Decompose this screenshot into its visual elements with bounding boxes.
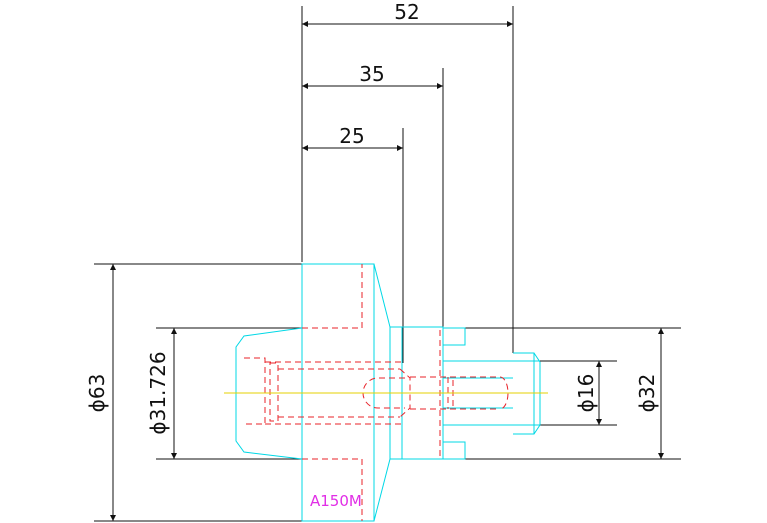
dim-text-31726: ϕ31.726 bbox=[146, 351, 170, 434]
dim-text-25: 25 bbox=[339, 124, 364, 148]
left-bore-inner bbox=[269, 362, 279, 422]
flange-recess-top bbox=[302, 264, 363, 329]
flange-recess-bottom bbox=[302, 458, 363, 521]
dim-text-32: ϕ32 bbox=[635, 374, 659, 413]
dimension-lines bbox=[94, 6, 681, 522]
left-bore bbox=[244, 357, 266, 425]
bore-taper bbox=[399, 368, 411, 418]
dim-text-35: 35 bbox=[359, 62, 384, 86]
lug-top bbox=[442, 327, 466, 346]
dim-text-52: 52 bbox=[394, 0, 419, 24]
part-label: A150M bbox=[310, 492, 362, 510]
dim-text-63: ϕ63 bbox=[85, 374, 109, 413]
lug-bottom bbox=[442, 441, 466, 460]
dim-text-16: ϕ16 bbox=[574, 374, 598, 413]
left-boss-outline bbox=[235, 327, 303, 460]
